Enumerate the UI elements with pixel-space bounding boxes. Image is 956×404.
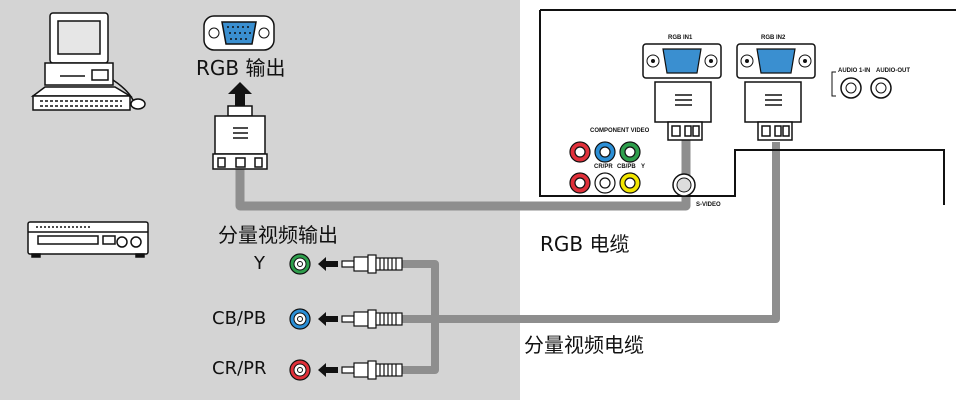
arrow-left-icon [318,363,338,377]
cr-jack-row [289,359,403,381]
arrow-left-icon [318,312,338,326]
rgb-cable [235,140,691,211]
cr-channel-label: CR/PR [212,358,267,379]
cb-channel-label: CB/PB [212,308,267,329]
projector-panel [539,9,956,205]
component-cable [402,142,780,374]
audio-in-label: AUDIO 1-IN [838,68,871,74]
projector-component-jacks [569,141,641,194]
rgb-cable-plug [212,105,268,170]
s-video-label: S-VIDEO [696,202,721,208]
component-video-label: COMPONENT VIDEO [590,128,650,134]
cb-jack-row [289,308,403,330]
rgb-in2-plug [744,81,802,141]
rgb-in1-port [642,43,722,79]
audio-bracket [831,71,836,97]
rgb-in1-label: RGB IN1 [668,35,693,41]
arrow-left-icon [318,257,338,271]
s-video-jack [672,173,696,197]
rgb-in2-port [736,43,816,79]
y-channel-label: Y [254,253,265,274]
audio-out-jack [870,77,892,99]
rca-plug-y [341,254,403,274]
component-output-jacks [289,253,403,381]
component-output-label: 分量视频输出 [218,223,338,247]
component-cable-label: 分量视频电缆 [524,333,644,357]
dvd-player-icon [27,221,149,258]
rca-plug-cr [341,360,403,380]
y-jack-row [289,253,403,275]
audio-in-jack [840,77,862,99]
audio-out-label: AUDIO-OUT [876,68,910,74]
rgb-in2-label: RGB IN2 [761,35,786,41]
rgb-output-port-icon [203,15,275,51]
cb-pb-label: CB/PB [617,164,636,170]
rgb-in1-plug [654,81,712,141]
cr-pr-label: CR/PR [594,164,613,170]
y-label: Y [641,164,646,170]
arrow-up-icon [228,82,252,106]
rgb-cable-label: RGB 电缆 [540,232,630,256]
rgb-output-label: RGB 输出 [196,56,286,80]
rca-plug-cb [341,309,403,329]
computer-icon [30,12,146,111]
